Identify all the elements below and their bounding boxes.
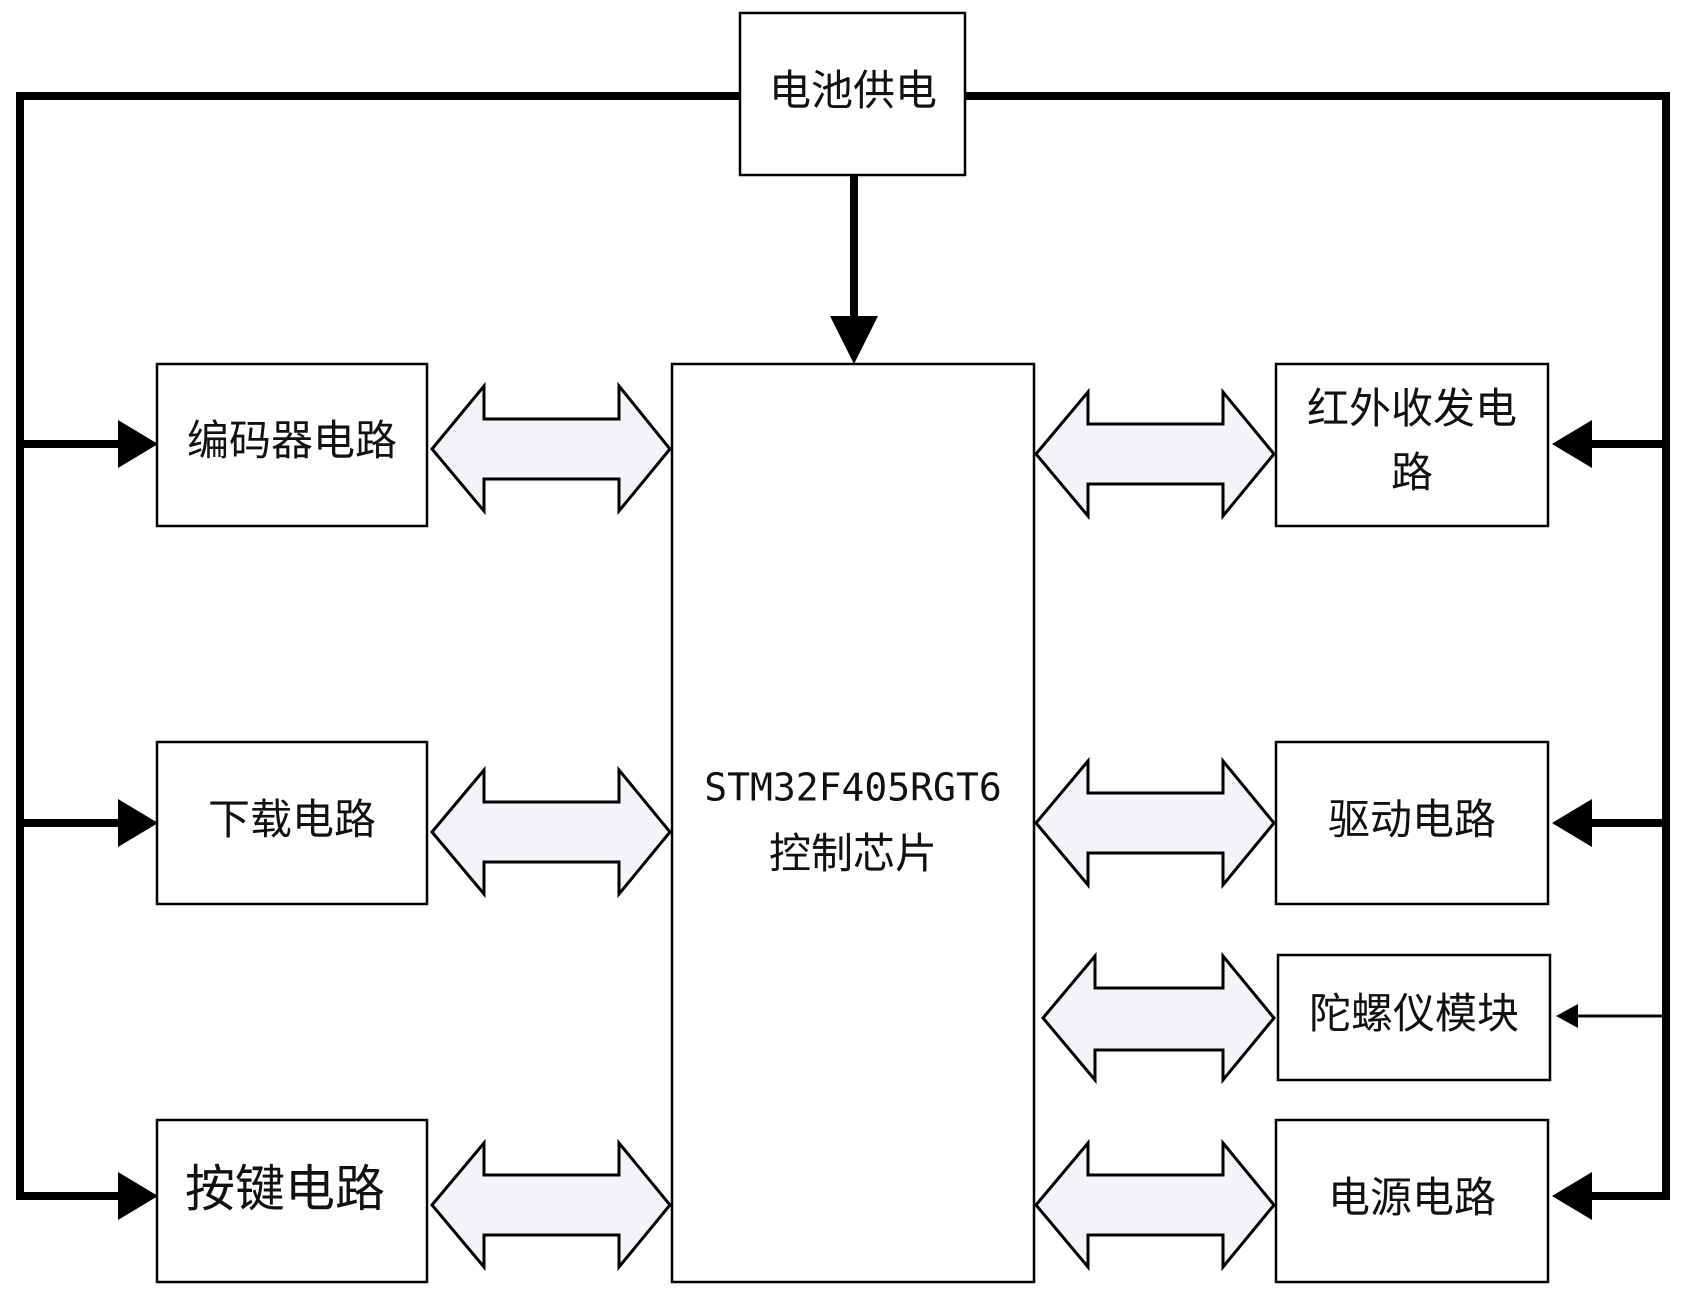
link-keys-mcu bbox=[430, 1138, 672, 1272]
arrow-to-download bbox=[118, 799, 158, 847]
link-mcu-infrared bbox=[1034, 387, 1276, 521]
infrared-block: 红外收发电 路 bbox=[1274, 362, 1550, 528]
arrow-to-keys bbox=[118, 1172, 158, 1220]
power-bus bbox=[16, 92, 1670, 1220]
arrow-to-power bbox=[1552, 1172, 1592, 1220]
keys-label: 按键电路 bbox=[185, 1160, 385, 1218]
link-mcu-driver bbox=[1034, 756, 1276, 890]
encoder-box bbox=[155, 362, 429, 528]
driver-label: 驱动电路 bbox=[1328, 795, 1496, 844]
gyro-label: 陀螺仪模块 bbox=[1309, 989, 1519, 1038]
infrared-label-line2: 路 bbox=[1391, 448, 1433, 497]
battery-label: 电池供电 bbox=[769, 66, 937, 115]
data-links bbox=[430, 381, 1276, 1272]
arrow-to-mcu bbox=[830, 316, 878, 364]
arrow-to-driver bbox=[1552, 799, 1592, 847]
battery-box bbox=[738, 11, 967, 177]
mcu-model-label: STM32F405RGT6 bbox=[704, 766, 1001, 810]
mcu-block: STM32F405RGT6 控制芯片 bbox=[670, 362, 1036, 1284]
mcu-role-label: 控制芯片 bbox=[769, 829, 937, 878]
mcu-box bbox=[670, 362, 1036, 1284]
keys-box bbox=[155, 1118, 429, 1284]
arrow-to-encoder bbox=[118, 420, 158, 468]
driver-block: 驱动电路 bbox=[1274, 740, 1550, 906]
download-label: 下载电路 bbox=[208, 795, 376, 844]
link-encoder-mcu bbox=[430, 381, 672, 516]
encoder-block: 编码器电路 bbox=[155, 362, 429, 528]
encoder-label: 编码器电路 bbox=[187, 416, 397, 465]
driver-box bbox=[1274, 740, 1550, 906]
keys-block: 按键电路 bbox=[155, 1118, 429, 1284]
arrow-to-gyro bbox=[1556, 1004, 1578, 1028]
infrared-label-line1: 红外收发电 bbox=[1307, 384, 1517, 433]
infrared-box bbox=[1274, 362, 1550, 528]
arrow-to-infrared bbox=[1552, 420, 1592, 468]
battery-block: 电池供电 bbox=[738, 11, 967, 177]
power-box bbox=[1274, 1118, 1550, 1284]
download-box bbox=[155, 740, 429, 906]
link-download-mcu bbox=[430, 765, 672, 899]
link-mcu-gyro bbox=[1041, 951, 1276, 1085]
power-block: 电源电路 bbox=[1274, 1118, 1550, 1284]
gyro-block: 陀螺仪模块 bbox=[1276, 953, 1552, 1082]
link-mcu-power bbox=[1034, 1138, 1276, 1272]
power-label: 电源电路 bbox=[1328, 1173, 1496, 1222]
gyro-box bbox=[1276, 953, 1552, 1082]
download-block: 下载电路 bbox=[155, 740, 429, 906]
